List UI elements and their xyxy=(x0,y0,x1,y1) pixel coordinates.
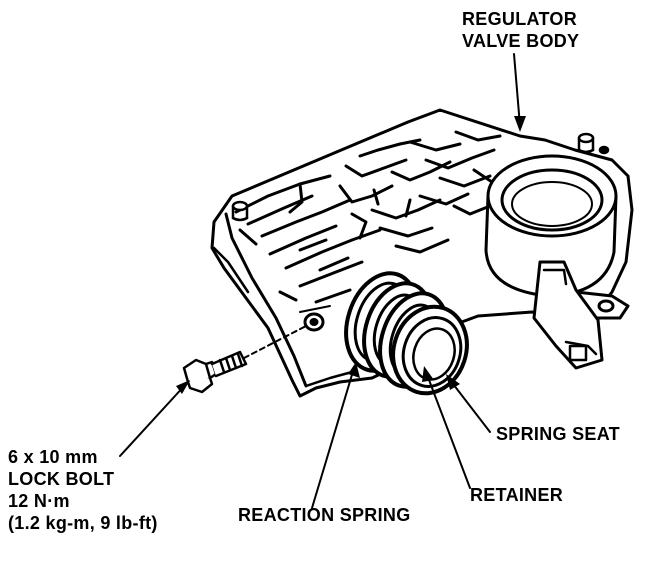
leader-lines xyxy=(119,53,521,509)
regulator-cylinder xyxy=(484,154,630,370)
label-retainer: RETAINER xyxy=(470,485,564,505)
arrowheads xyxy=(176,116,526,394)
label-reaction-spring: REACTION SPRING xyxy=(238,505,411,525)
fluid-passages xyxy=(234,130,502,304)
lock-bolt xyxy=(182,350,248,394)
dowel-pins xyxy=(231,132,610,222)
label-bolt-torque-nm: 12 N·m xyxy=(8,491,70,511)
label-regulator-line-1: REGULATOR xyxy=(462,9,578,29)
label-bolt-torque-alt: (1.2 kg-m, 9 lb-ft) xyxy=(8,513,158,533)
label-bolt-name: LOCK BOLT xyxy=(8,469,115,489)
label-lock-bolt: 6 x 10 mm LOCK BOLT 12 N·m (1.2 kg-m, 9 … xyxy=(8,446,158,534)
label-spring-seat: SPRING SEAT xyxy=(496,424,620,444)
label-bolt-size: 6 x 10 mm xyxy=(8,447,98,467)
label-regulator-valve-body: REGULATOR VALVE BODY xyxy=(462,8,579,52)
reaction-spring-assembly xyxy=(344,271,469,396)
label-regulator-line-2: VALVE BODY xyxy=(462,31,580,51)
